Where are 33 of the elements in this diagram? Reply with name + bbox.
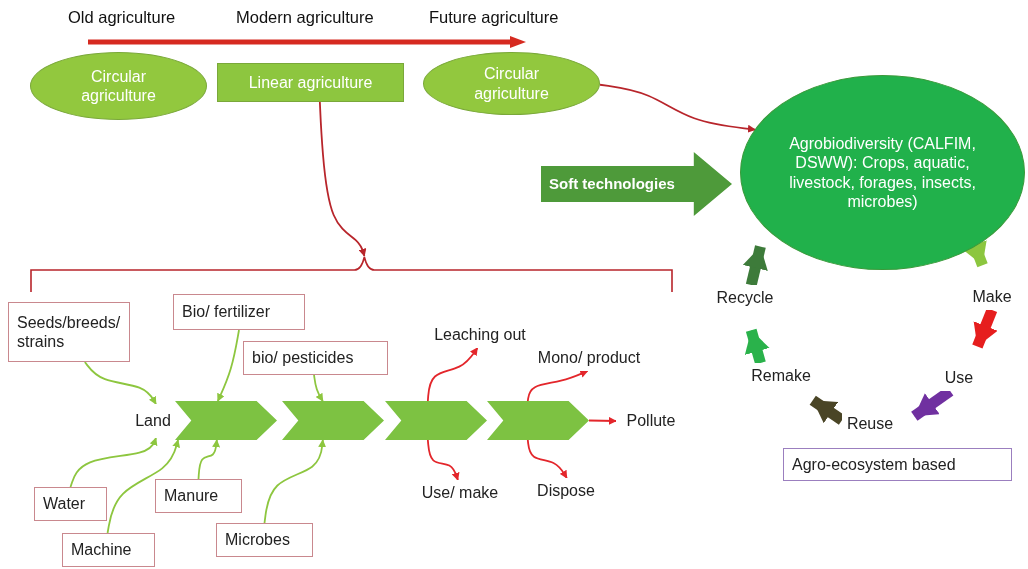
- arrow: [106, 439, 181, 534]
- arrow: [263, 439, 327, 524]
- input-box: Water: [34, 487, 107, 521]
- input-box: bio/ pesticides: [243, 341, 388, 375]
- input-box: Bio/ fertilizer: [173, 294, 305, 330]
- timeline-label: Future agriculture: [429, 8, 559, 27]
- arrow: [526, 439, 568, 479]
- arrow: [526, 370, 589, 402]
- arrow: [426, 347, 479, 402]
- input-box: Seeds/breeds/ strains: [8, 302, 130, 362]
- input-box: Microbes: [216, 523, 313, 557]
- input-box: Manure: [155, 479, 242, 513]
- arrow: [216, 329, 240, 402]
- process-box: Linear agriculture: [217, 63, 404, 102]
- block-arrow: [744, 328, 770, 365]
- arrow: [588, 416, 617, 425]
- ellipse-node: Agrobiodiversity (CALFIM, DSWW): Crops, aquatic, livestock, forages, insects, microbes): [740, 75, 1025, 270]
- timeline-label: Old agriculture: [68, 8, 176, 27]
- arrow: [197, 439, 221, 480]
- arrow: [599, 83, 756, 133]
- arrow: [83, 361, 157, 405]
- ellipse-node: Circular agriculture: [30, 52, 207, 120]
- input-box: Machine: [62, 533, 155, 567]
- block-arrow: [742, 245, 768, 287]
- bracket: [30, 256, 673, 292]
- arrow: [318, 101, 367, 257]
- text-box: Agro-ecosystem based: [783, 448, 1012, 481]
- timeline-label: Modern agriculture: [236, 8, 374, 27]
- arrow: [426, 439, 460, 481]
- arrow: [313, 374, 324, 402]
- ellipse-node: Circular agriculture: [423, 52, 600, 115]
- callout-banner: Soft technologies: [541, 152, 732, 216]
- arrow: [69, 437, 158, 488]
